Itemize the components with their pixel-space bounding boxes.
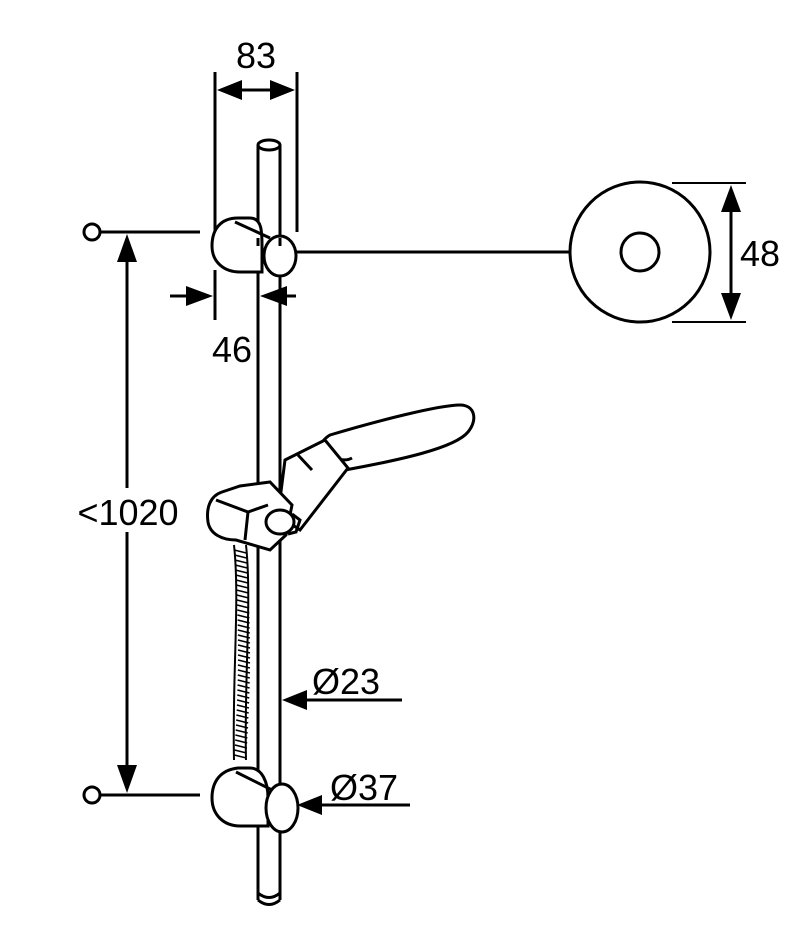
- hose-coil: [236, 594, 249, 599]
- hose-coil: [235, 579, 249, 584]
- dimension-48: 48: [672, 182, 780, 323]
- dimension-83: 83: [213, 35, 299, 232]
- hose-coil: [237, 609, 250, 614]
- dimension-label-d23: Ø23: [312, 661, 380, 702]
- slider-block: [206, 480, 294, 552]
- dimension-label-d37: Ø37: [330, 767, 398, 808]
- dimension-46: 46: [170, 270, 296, 370]
- hose-coil: [234, 749, 247, 754]
- hose-coil: [237, 674, 250, 679]
- fixing-circle-top: [82, 222, 102, 242]
- hose-coil: [237, 679, 250, 684]
- hose-coil: [236, 584, 249, 589]
- hose-coil: [234, 559, 248, 564]
- hose-coil: [235, 739, 248, 744]
- top-fixing-point: [82, 222, 200, 242]
- hose-coil: [237, 614, 250, 619]
- hose-coil: [235, 564, 248, 569]
- hose-coil: [236, 719, 249, 724]
- hose-coil: [237, 684, 250, 689]
- arrowhead-up: [117, 234, 137, 262]
- bracket-ring-bottom: [264, 782, 300, 834]
- dimension-label-1020: <1020: [77, 492, 178, 533]
- hose-coil: [237, 689, 250, 694]
- hose-coil: [236, 709, 249, 714]
- hose-coil: [237, 629, 250, 634]
- hand-shower-assembly: [206, 403, 476, 552]
- arrowhead-left: [260, 286, 287, 306]
- rod-top-cap: [256, 138, 282, 152]
- dimension-d23: Ø23: [282, 661, 402, 710]
- dimension-label-83: 83: [236, 35, 276, 76]
- hose-coil: [235, 724, 249, 729]
- dimension-1020: <1020: [60, 234, 190, 793]
- hose-coil: [236, 604, 250, 609]
- hose-coil: [237, 624, 250, 629]
- bracket-ring-top: [262, 234, 298, 278]
- shower-hose: [232, 544, 251, 761]
- hose-coil: [236, 599, 250, 604]
- top-wall-bracket: [210, 216, 298, 278]
- hose-coil: [236, 714, 249, 719]
- arrowhead-down: [721, 293, 741, 320]
- hose-coil: [237, 619, 250, 624]
- hose-coil: [235, 574, 248, 579]
- hose-coil: [237, 639, 251, 644]
- hose-coil: [234, 744, 248, 749]
- hose-coil: [237, 644, 251, 649]
- arrowhead-down: [117, 765, 137, 793]
- hose-coil: [235, 729, 248, 734]
- hose-coil: [235, 734, 248, 739]
- hose-coil: [237, 634, 251, 639]
- hose-coil: [237, 664, 251, 669]
- hose-coil: [234, 554, 247, 559]
- arrowhead-left: [282, 690, 307, 710]
- arrowhead-right: [270, 80, 295, 100]
- dimension-label-46: 46: [212, 329, 252, 370]
- hose-coil: [237, 654, 251, 659]
- hose-coil: [236, 589, 249, 594]
- dimension-d37: Ø37: [297, 767, 410, 815]
- rosette: [568, 180, 712, 324]
- hose-coil: [234, 549, 247, 554]
- arrowhead-left: [297, 795, 322, 815]
- hose-coil: [237, 649, 251, 654]
- slider-knob: [264, 508, 296, 536]
- arrowhead-up: [721, 185, 741, 212]
- arrowhead-right: [186, 286, 213, 306]
- hose-coil: [237, 669, 251, 674]
- bottom-fixing-point: [82, 785, 200, 805]
- hose-coil: [236, 699, 250, 704]
- hose-coil: [234, 754, 247, 759]
- arrowhead-left: [217, 80, 242, 100]
- hose-coil: [236, 704, 250, 709]
- hose-coil: [237, 659, 251, 664]
- hose-coil: [237, 694, 250, 699]
- dimension-label-48: 48: [740, 233, 780, 274]
- bottom-wall-bracket: [210, 766, 300, 834]
- fixing-circle-bottom: [82, 785, 102, 805]
- hose-coil: [235, 569, 248, 574]
- rosette-inner: [619, 231, 661, 273]
